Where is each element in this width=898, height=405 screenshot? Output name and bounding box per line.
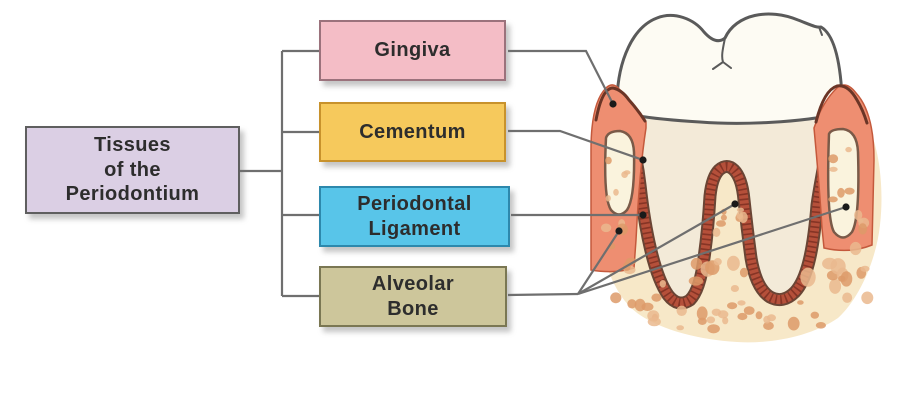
- trabecula-speckle: [837, 187, 845, 198]
- trabecula-speckle: [627, 299, 637, 309]
- node-periodontal-ligament: Periodontal Ligament: [319, 186, 510, 247]
- node-label: Alveolar Bone: [371, 273, 455, 320]
- node-cementum: Cementum: [319, 102, 506, 162]
- trabecula-speckle: [739, 267, 749, 278]
- trabecula-speckle: [600, 223, 612, 233]
- leader-alveolar-bone-branch-1: [577, 230, 620, 295]
- trabecula-speckle: [634, 298, 646, 312]
- trabecula-speckle: [845, 146, 852, 153]
- trabecula-speckle: [736, 211, 743, 220]
- pointer-dot: [609, 100, 617, 108]
- leader-alveolar-bone-branch-2: [577, 203, 736, 295]
- trabecula-speckle: [755, 311, 763, 320]
- trabecula-speckle: [727, 302, 738, 310]
- tooth-crown: [615, 12, 845, 125]
- trabecula-speckle: [840, 271, 853, 287]
- trabecula-speckle: [659, 280, 666, 288]
- trabecula-speckle: [842, 292, 853, 303]
- trabecula-speckle: [743, 306, 755, 315]
- node-label: Gingiva: [374, 39, 451, 62]
- trabecula-speckle: [676, 325, 684, 331]
- trabecula-speckle: [613, 188, 619, 196]
- node-label: Periodontal Ligament: [357, 193, 472, 240]
- leader-cementum: [508, 129, 644, 162]
- trabecula-speckle: [858, 223, 868, 235]
- trabecula-speckle: [697, 317, 707, 325]
- trabecula-speckle: [711, 308, 722, 316]
- trabecula-speckle: [829, 278, 842, 294]
- trabecula-speckle: [797, 300, 804, 305]
- trabecula-speckle: [828, 196, 838, 203]
- bone-trabeculae: [600, 146, 874, 334]
- trabecula-speckle: [696, 306, 708, 321]
- marrow-space-left: [603, 129, 636, 216]
- trabecula-speckle: [690, 257, 703, 270]
- pointer-dot: [731, 200, 739, 208]
- trabecula-speckle: [706, 316, 716, 324]
- node-tissues-of-the-periodontium: Tissues of the Periodontium: [25, 126, 240, 214]
- trabecula-speckle: [730, 285, 740, 292]
- trabecula-speckle: [828, 154, 839, 164]
- pointer-dots: [609, 100, 850, 235]
- node-gingiva: Gingiva: [319, 20, 506, 81]
- trabecula-speckle: [810, 311, 819, 319]
- trabecula-speckle: [707, 324, 720, 334]
- trabecula-speckle: [737, 312, 748, 321]
- trabecula-speckle: [651, 293, 662, 302]
- trabecula-speckle: [713, 258, 722, 266]
- marrow-space-right: [826, 127, 860, 239]
- trabecula-speckle: [844, 187, 855, 195]
- trabecula-speckle: [712, 227, 721, 237]
- trabecula-speckle: [621, 171, 628, 179]
- trabecula-speckle: [763, 315, 771, 324]
- trabecula-speckle: [737, 300, 746, 306]
- leader-gingiva: [508, 49, 614, 105]
- trabecula-speckle: [815, 322, 827, 329]
- trabecula-speckle: [610, 292, 622, 304]
- trabecula-speckle: [688, 276, 704, 286]
- leader-lines: [507, 49, 847, 297]
- trabecula-speckle: [716, 220, 726, 227]
- trabecula-speckle: [720, 214, 727, 221]
- trabecula-speckle: [829, 166, 838, 172]
- tooth-illustration: [590, 12, 882, 343]
- trabecula-speckle: [727, 255, 740, 271]
- pointer-dot: [615, 227, 623, 235]
- trabecula-speckle: [676, 305, 687, 316]
- pointer-dot: [842, 203, 850, 211]
- trabecula-speckle: [736, 207, 745, 213]
- trabecula-speckle: [647, 317, 661, 327]
- trabecula-speckle: [849, 241, 862, 256]
- trabecula-speckle: [605, 195, 611, 202]
- trabecula-speckle: [861, 291, 874, 305]
- node-alveolar-bone: Alveolar Bone: [319, 266, 507, 327]
- trabecula-speckle: [860, 265, 870, 272]
- leader-alveolar-bone-branch-3: [577, 205, 847, 296]
- trabecula-speckle: [722, 316, 729, 325]
- trabecula-speckle: [605, 156, 612, 165]
- trabecula-speckle: [854, 210, 863, 221]
- trabecula-speckle: [787, 316, 800, 331]
- gingival-crest-line-left: [594, 86, 647, 123]
- gingival-crest-line-right: [814, 84, 869, 125]
- pointer-dot: [639, 211, 647, 219]
- node-label: Cementum: [359, 120, 466, 143]
- trabecula-speckle: [800, 267, 816, 287]
- periodontal-ligament-band: [615, 103, 839, 310]
- connector-tree: [240, 49, 320, 298]
- node-label: Tissues of the Periodontium: [65, 134, 200, 206]
- pointer-dot: [639, 156, 647, 164]
- occlusal-fissure: [712, 26, 823, 70]
- trabecula-speckle: [763, 321, 774, 330]
- leader-alveolar-bone: [507, 292, 579, 297]
